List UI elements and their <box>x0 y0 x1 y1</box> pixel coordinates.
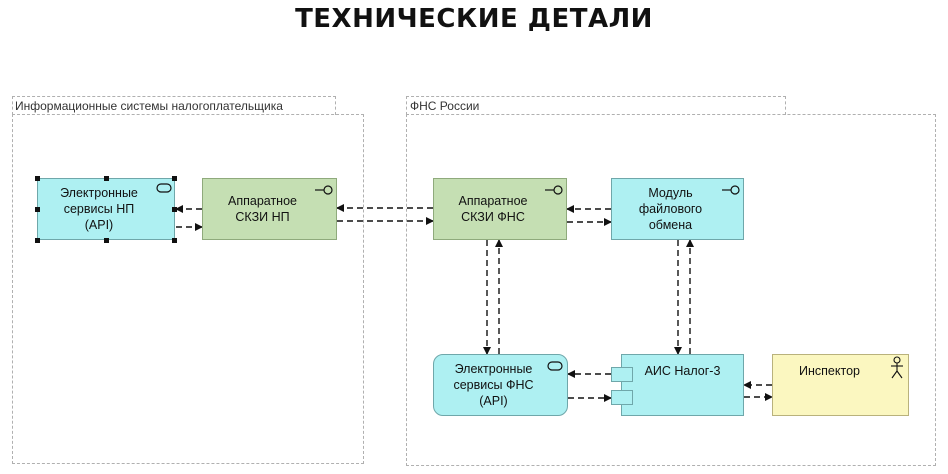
service-icon <box>315 185 333 195</box>
node-ais-nalog3[interactable]: АИС Налог-3 <box>621 354 744 416</box>
selection-handle-w[interactable] <box>35 207 40 212</box>
node-skzi-fns[interactable]: Аппаратное СКЗИ ФНС <box>433 178 567 240</box>
node-inspector[interactable]: Инспектор <box>772 354 909 416</box>
page-title: ТЕХНИЧЕСКИЕ ДЕТАЛИ <box>295 4 653 34</box>
component-icon <box>611 367 633 382</box>
node-skzi-np[interactable]: Аппаратное СКЗИ НП <box>202 178 337 240</box>
node-file-exchange-module[interactable]: Модуль файлового обмена <box>611 178 744 240</box>
node-ais-nalog3-label: АИС Налог-3 <box>644 364 721 378</box>
fns-group[interactable] <box>406 114 936 466</box>
actor-icon <box>891 356 903 379</box>
node-es-np[interactable]: Электронные сервисы НП (API) <box>37 178 175 240</box>
selection-handle-s[interactable] <box>104 238 109 243</box>
interface-icon <box>156 183 172 193</box>
fns-group-label: ФНС России <box>410 99 480 113</box>
selection-handle-nw[interactable] <box>35 176 40 181</box>
selection-handle-e[interactable] <box>172 207 177 212</box>
service-icon <box>722 185 740 195</box>
node-file-exchange-module-label: Модуль файлового обмена <box>638 186 703 232</box>
taxpayer-group-label: Информационные системы налогоплательщика <box>15 99 283 113</box>
selection-handle-se[interactable] <box>172 238 177 243</box>
fns-group-tab <box>406 96 786 115</box>
selection-handle-n[interactable] <box>104 176 109 181</box>
interface-icon <box>547 361 563 371</box>
node-skzi-fns-label: Аппаратное СКЗИ ФНС <box>458 194 528 224</box>
node-skzi-np-label: Аппаратное СКЗИ НП <box>228 194 297 224</box>
selection-handle-sw[interactable] <box>35 238 40 243</box>
node-es-fns-label: Электронные сервисы ФНС (API) <box>453 362 534 408</box>
selection-handle-ne[interactable] <box>172 176 177 181</box>
component-icon <box>611 390 633 405</box>
taxpayer-group-tab <box>12 96 336 115</box>
node-es-fns[interactable]: Электронные сервисы ФНС (API) <box>433 354 568 416</box>
service-icon <box>545 185 563 195</box>
taxpayer-group[interactable] <box>12 114 364 464</box>
node-es-np-label: Электронные сервисы НП (API) <box>60 186 138 232</box>
node-inspector-label: Инспектор <box>799 364 860 378</box>
